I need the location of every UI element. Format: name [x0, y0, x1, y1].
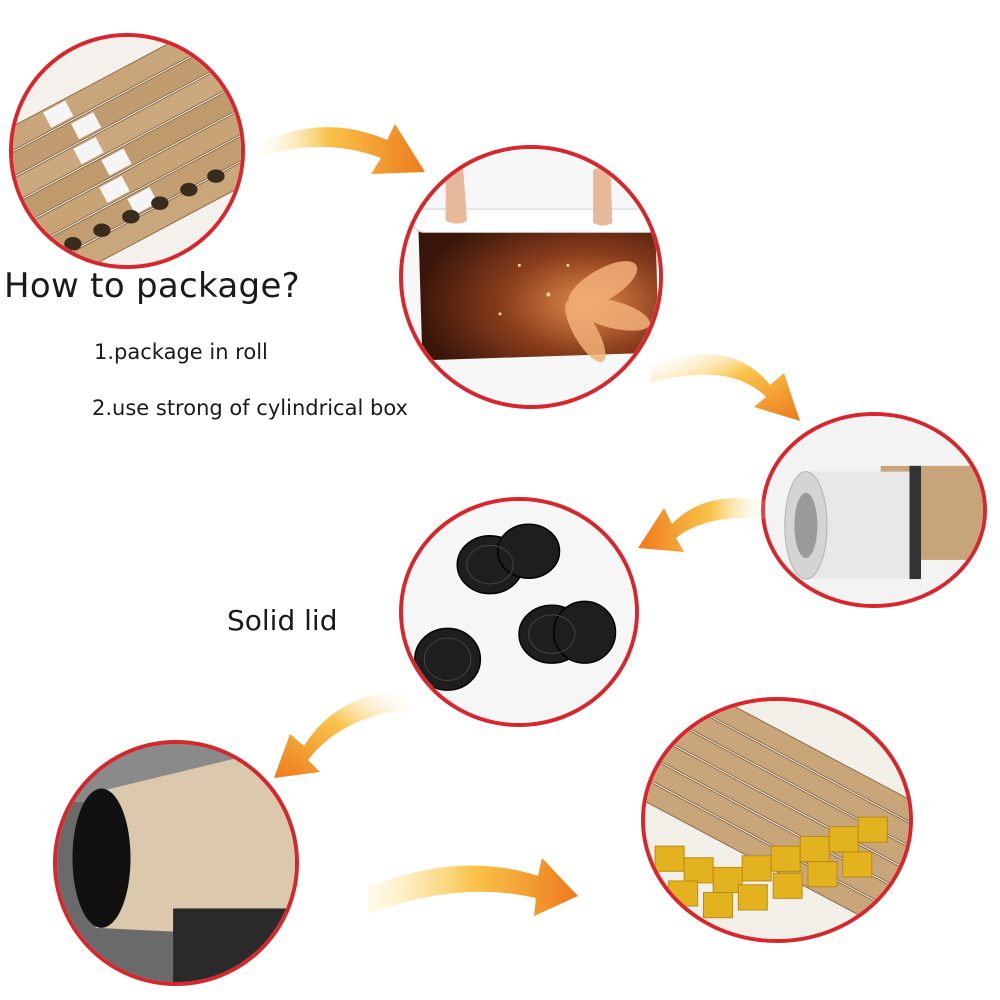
arrow-icon — [268, 676, 408, 780]
photo-rolling-canvas — [399, 145, 663, 409]
photo-capped-tube — [53, 740, 299, 986]
photo-solid-lids — [399, 497, 639, 727]
arrow-icon-shape — [638, 498, 772, 552]
packed-tubes-illustration — [645, 701, 909, 939]
arrow-icon — [636, 478, 772, 558]
photo-roll-in-tube — [761, 412, 987, 608]
page-title: How to package? — [4, 266, 301, 306]
photo-tubes-stack — [9, 33, 245, 269]
solid-lids-illustration — [403, 501, 635, 723]
step-2-text: 2.use strong of cylindrical box — [92, 396, 408, 420]
step-1-text: 1.package in roll — [94, 340, 268, 364]
arrow-icon-shape — [274, 690, 408, 778]
arrow-icon-shape — [247, 124, 425, 174]
arrow-icon-shape — [650, 353, 800, 421]
rolling-canvas-illustration — [403, 149, 659, 405]
arrow-icon-shape — [368, 858, 578, 916]
photo-packed-tubes — [641, 697, 913, 943]
roll-in-tube-illustration — [765, 416, 983, 604]
arrow-icon — [368, 840, 580, 936]
lid-label: Solid lid — [227, 604, 338, 637]
capped-tube-illustration — [57, 744, 295, 982]
arrow-icon — [650, 325, 810, 425]
tubes-stack-illustration — [13, 37, 241, 265]
arrow-icon — [247, 110, 427, 190]
